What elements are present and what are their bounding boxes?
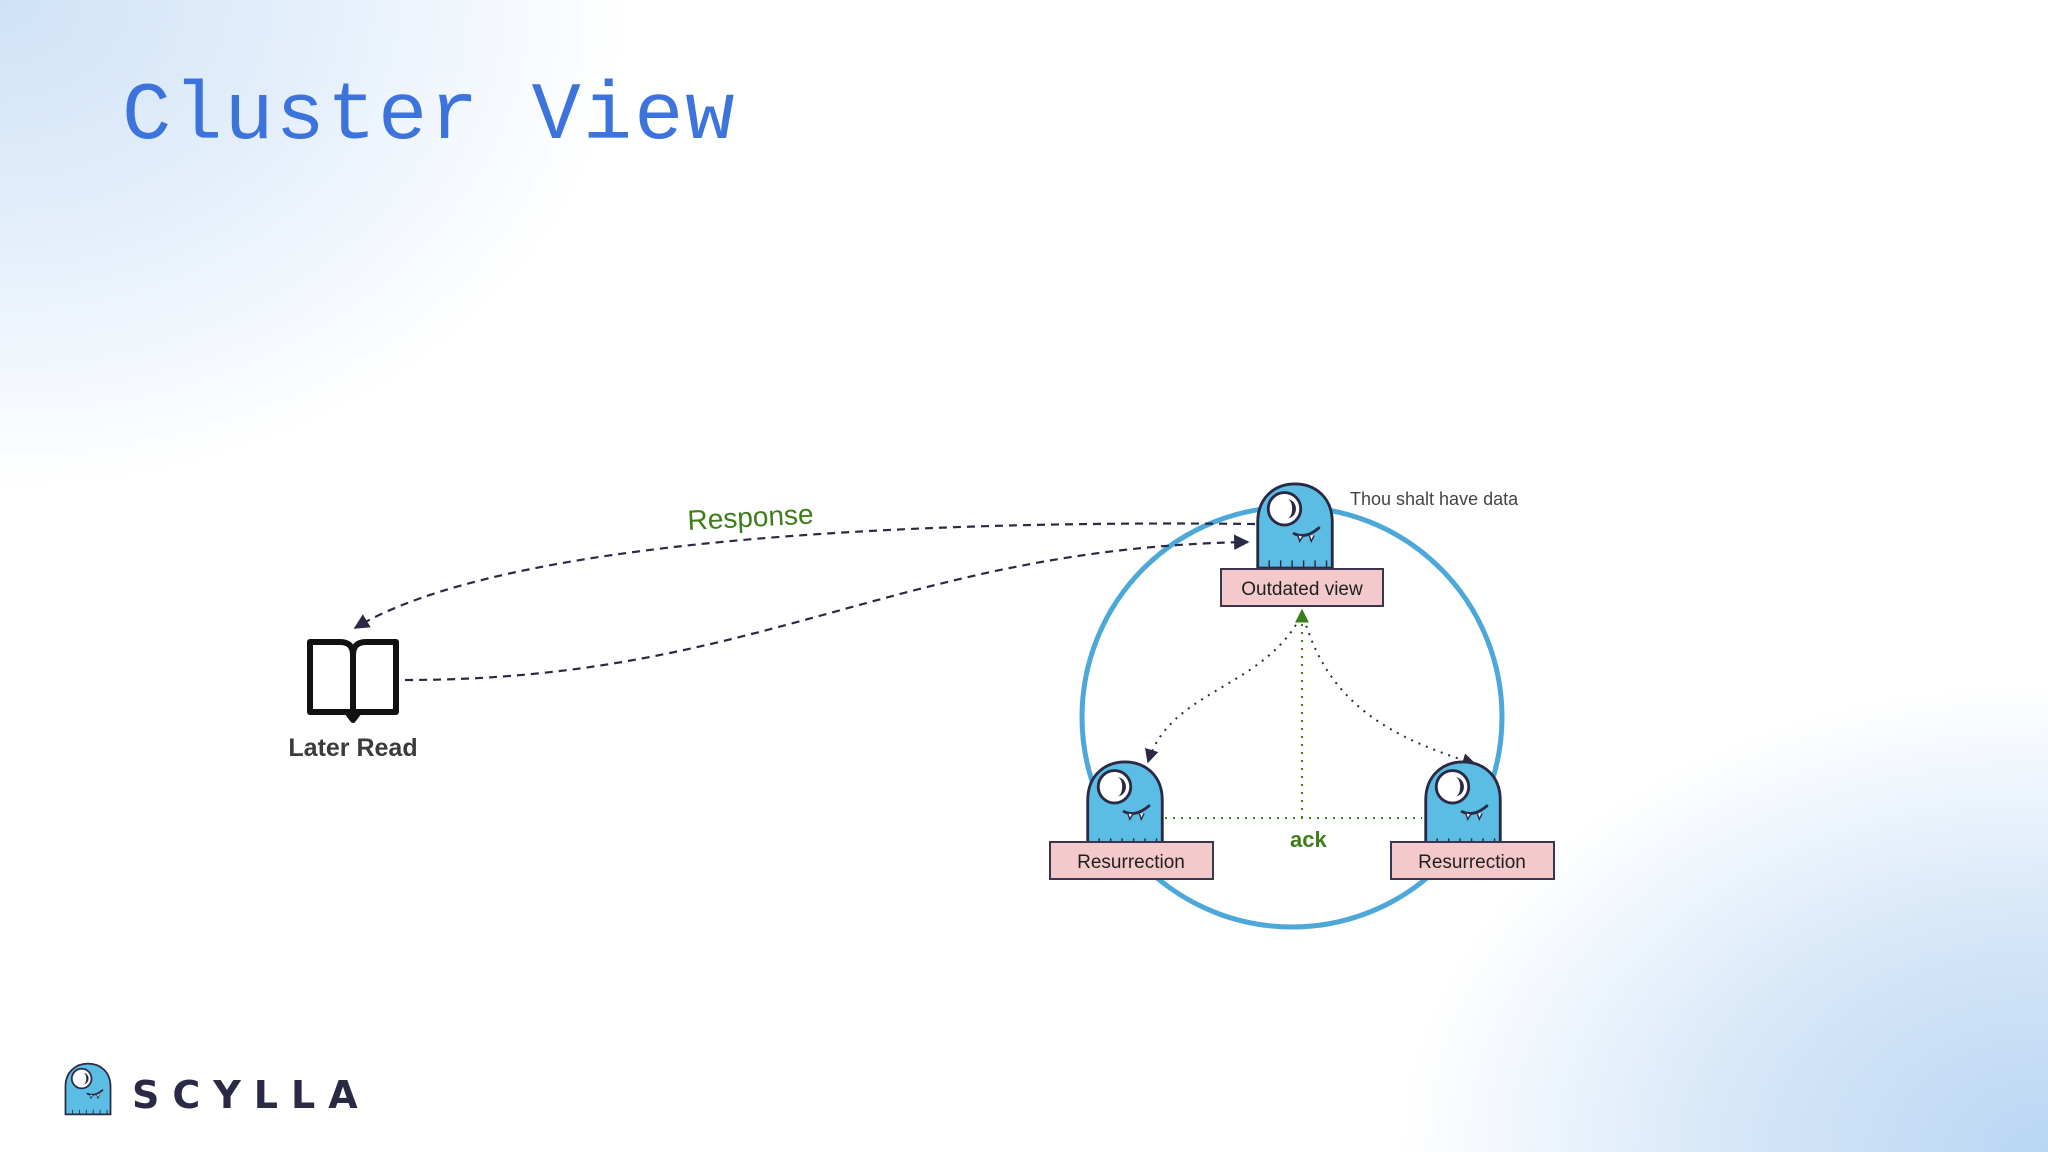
node-left-label: Resurrection bbox=[1077, 852, 1185, 873]
response-label: Response bbox=[687, 498, 815, 536]
scylla-logo-icon bbox=[64, 1062, 112, 1116]
open-book-icon bbox=[307, 639, 399, 723]
response-arrow bbox=[353, 522, 1256, 629]
node-top-label: Outdated view bbox=[1241, 579, 1363, 600]
node-top-label-box bbox=[1220, 568, 1384, 607]
node-top-monster-icon bbox=[1256, 482, 1334, 570]
brand-name: SCYLLA bbox=[132, 1073, 371, 1117]
ack-label: ack bbox=[1290, 827, 1327, 852]
client-label: Later Read bbox=[288, 734, 417, 762]
node-right-monster-icon bbox=[1424, 760, 1502, 848]
read-request-arrow bbox=[404, 534, 1250, 682]
node-left-monster-icon bbox=[1086, 760, 1164, 848]
repair-arrow-right bbox=[1303, 617, 1477, 767]
note-label: Thou shalt have data bbox=[1350, 489, 1519, 509]
node-left-label-box bbox=[1049, 841, 1214, 880]
repair-arrow-left bbox=[1145, 617, 1301, 764]
slide-title: Cluster View bbox=[122, 70, 737, 163]
node-right-label: Resurrection bbox=[1418, 852, 1526, 873]
node-right-label-box bbox=[1390, 841, 1555, 880]
